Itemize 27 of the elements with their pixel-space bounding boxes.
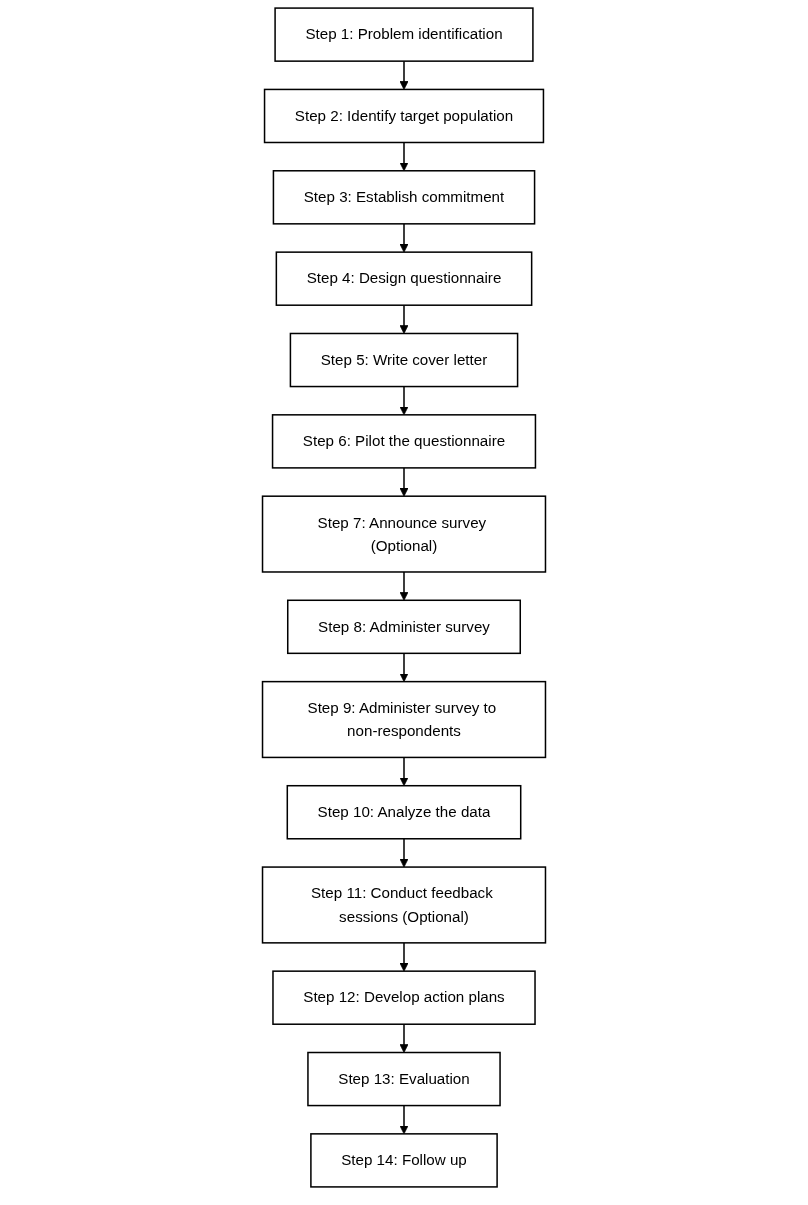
node-box <box>275 251 533 306</box>
node-box <box>307 1051 501 1107</box>
node-box <box>287 599 521 655</box>
node-box <box>310 1133 498 1188</box>
arrow <box>399 652 409 683</box>
node-box <box>261 680 547 759</box>
arrow <box>399 1104 409 1135</box>
node-box <box>289 332 519 388</box>
arrow <box>399 304 409 334</box>
arrow <box>399 141 409 172</box>
arrow <box>399 571 409 601</box>
node-box <box>274 7 534 62</box>
arrow <box>399 1023 409 1053</box>
node-box <box>263 88 545 144</box>
arrow <box>399 756 409 787</box>
arrow <box>399 385 409 416</box>
arrow <box>399 223 409 253</box>
node-box <box>261 495 547 573</box>
arrow <box>399 467 409 497</box>
arrow <box>399 60 409 90</box>
arrow <box>399 838 409 868</box>
node-box <box>272 170 536 225</box>
node-box <box>286 784 522 840</box>
node-box <box>261 866 547 944</box>
arrow <box>399 942 409 972</box>
node-box <box>271 414 537 469</box>
node-box <box>272 970 536 1025</box>
